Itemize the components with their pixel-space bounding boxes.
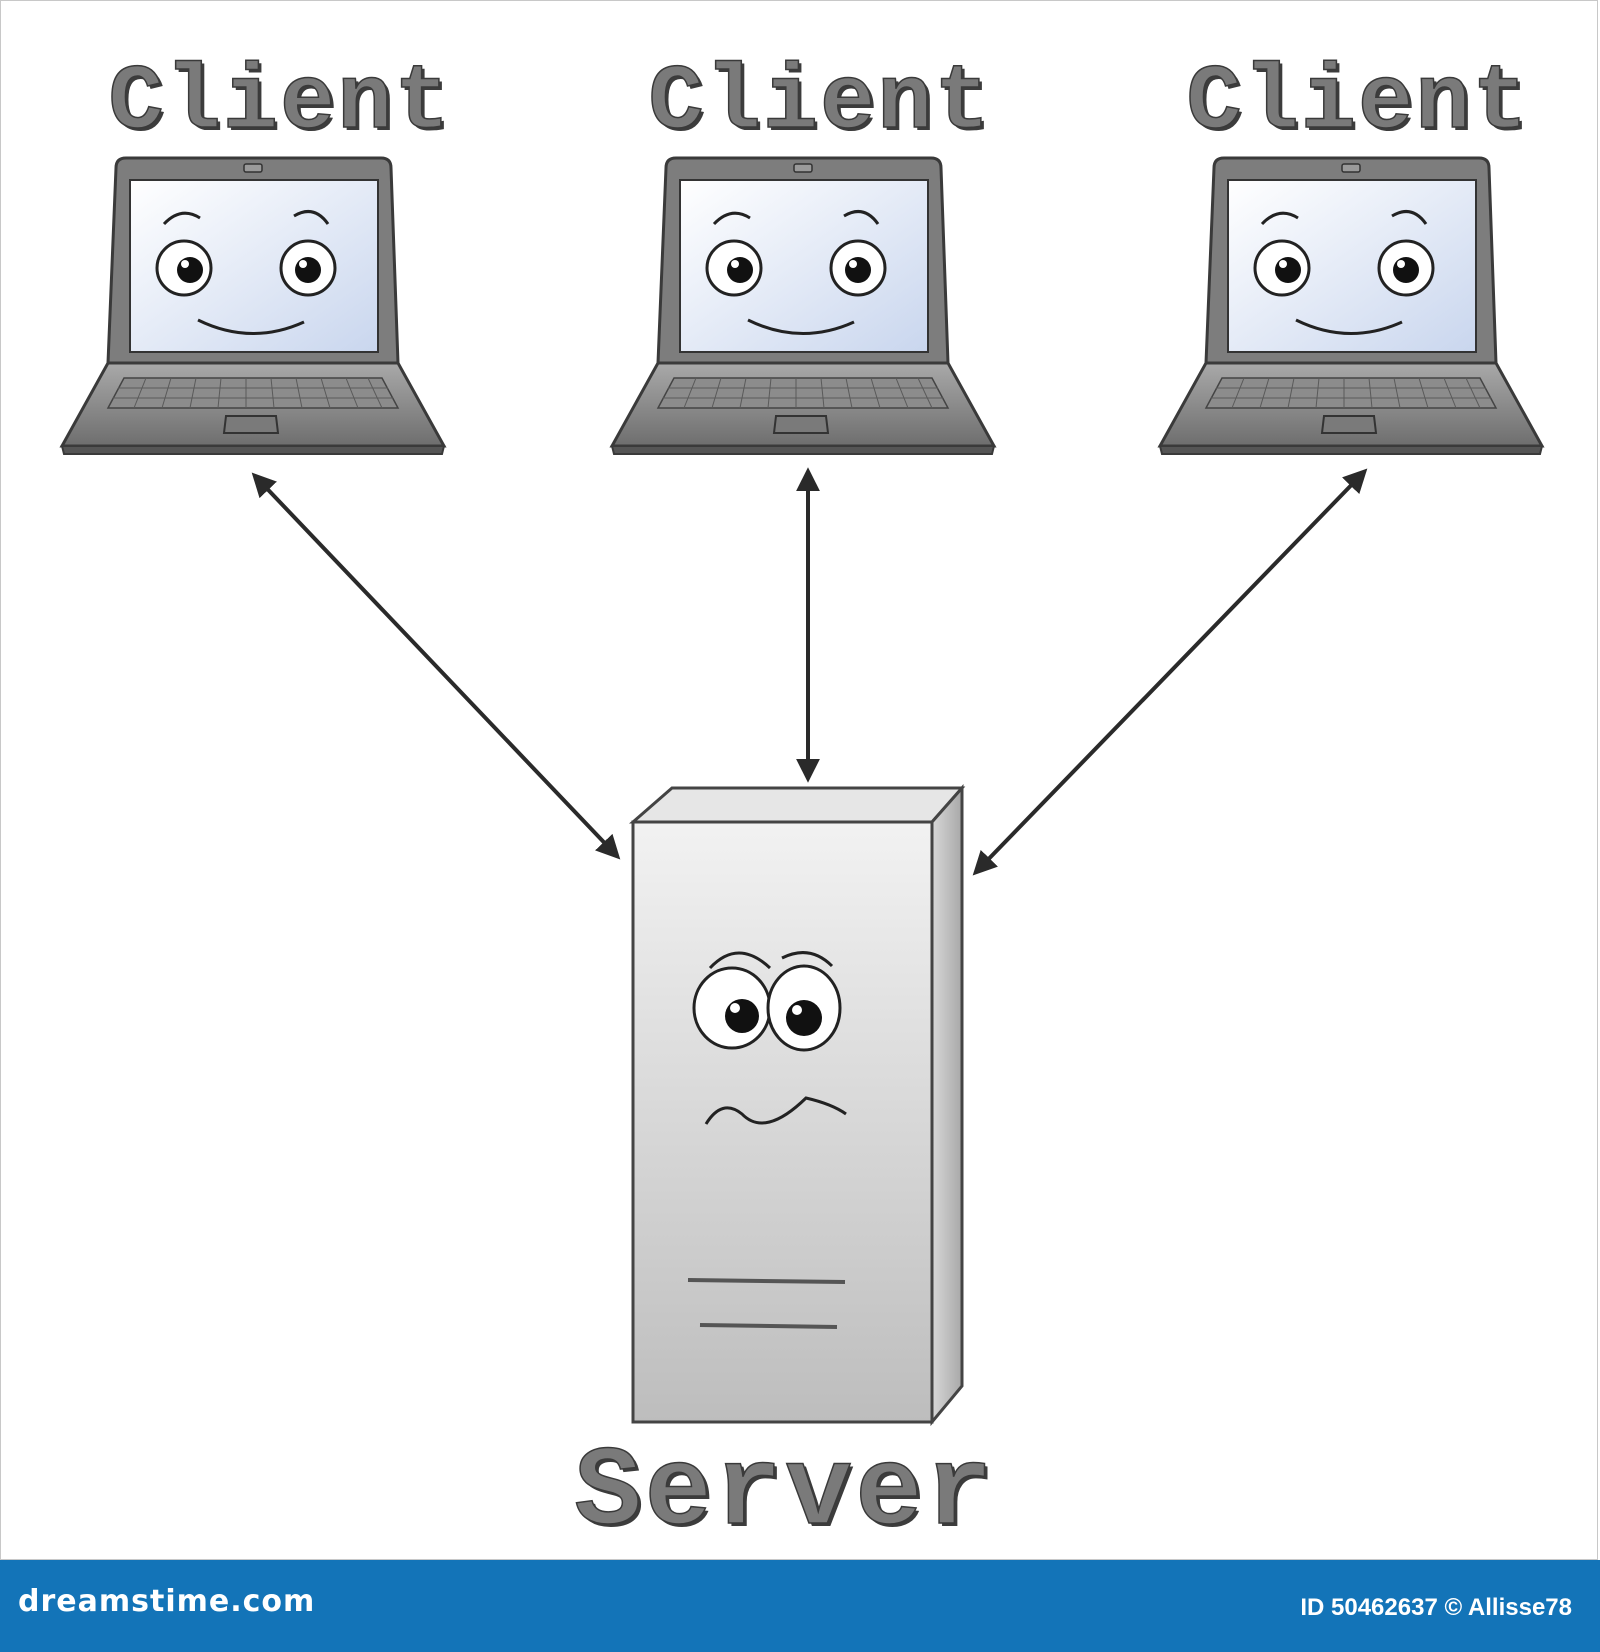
client-laptop-2 <box>1158 156 1544 456</box>
client-label: Client <box>1186 49 1530 156</box>
client-label: Client <box>648 49 992 156</box>
diagram-canvas <box>60 156 1544 1427</box>
client-laptop-1 <box>610 156 996 456</box>
client-laptop-0 <box>60 156 446 456</box>
dreamstime-logo: dreamstime.com <box>18 1584 316 1619</box>
image-frame <box>0 0 1598 1560</box>
connection-arrow-2 <box>972 468 1368 876</box>
server-tower <box>628 784 966 1427</box>
image-id-credit: ID 50462637 © Allisse78 <box>1300 1594 1572 1621</box>
watermark-footer: dreamstime.com ID 50462637 © Allisse78 <box>0 1560 1600 1652</box>
client-label: Client <box>108 49 452 156</box>
server-label: Server <box>574 1429 996 1558</box>
connection-arrow-0 <box>251 472 621 860</box>
